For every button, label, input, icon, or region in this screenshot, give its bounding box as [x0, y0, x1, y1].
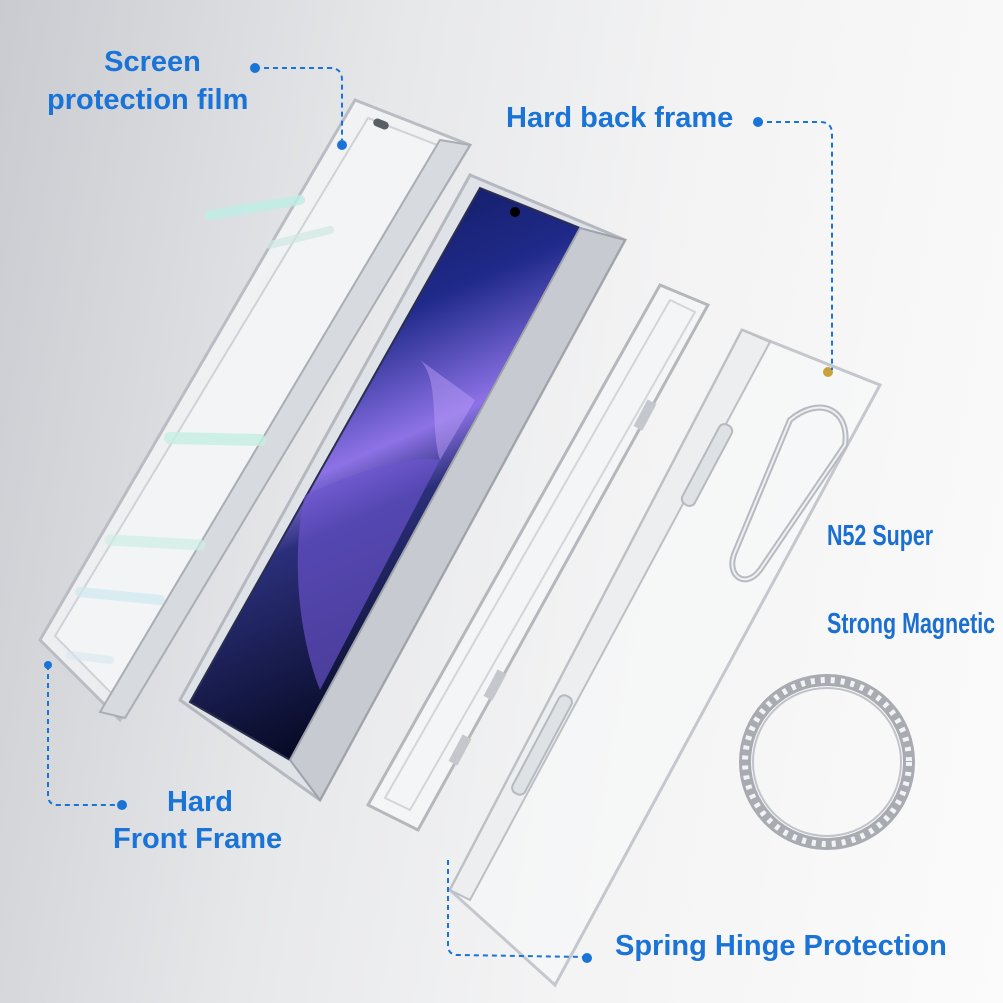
- front-frame-panel: [38, 98, 473, 723]
- label-screen-film-line1: Screen: [104, 46, 201, 78]
- back-frame: [448, 328, 883, 988]
- label-front-frame-line1: Hard: [166, 786, 234, 818]
- magnetic-ring: [739, 674, 915, 850]
- phone-body: [178, 173, 628, 803]
- callout-lines: [47, 67, 833, 958]
- label-magnetic-line2: Strong Magnetic: [827, 608, 996, 640]
- label-front-frame-line2: Front Frame: [113, 823, 283, 855]
- label-magnetic-line1: N52 Super: [827, 520, 934, 552]
- callout-dots: [44, 63, 763, 963]
- label-back-frame: Hard back frame: [506, 102, 734, 134]
- label-hinge: Spring Hinge Protection: [615, 930, 947, 962]
- hinge-strip: [365, 283, 711, 832]
- label-screen-film-line2: protection film: [47, 84, 249, 116]
